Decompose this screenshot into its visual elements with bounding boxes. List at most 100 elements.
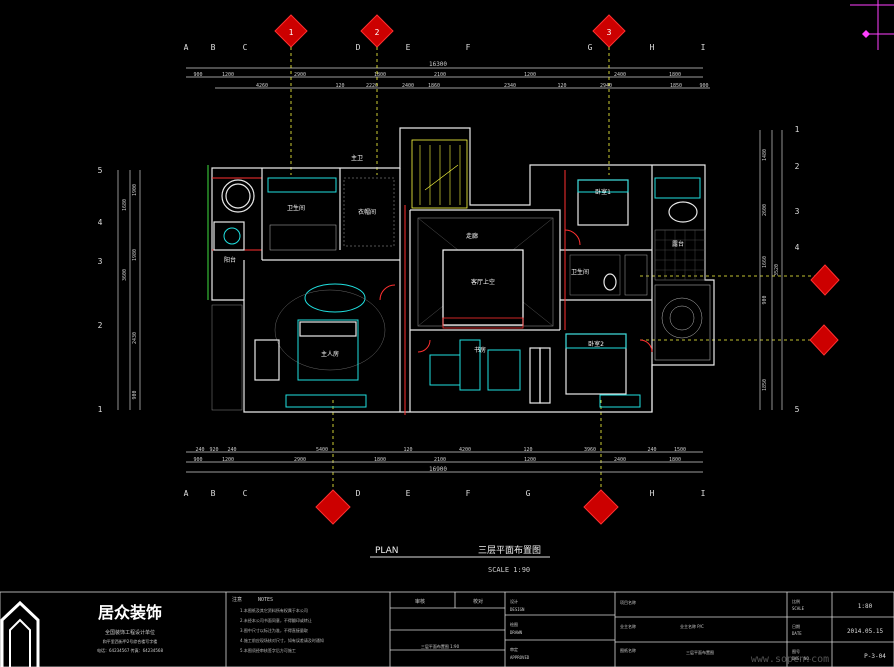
dim-top-r1-5: 1200 — [524, 72, 536, 78]
grid-col-top-C: C — [243, 43, 248, 52]
room-bedroom2: 卧室2 — [588, 340, 604, 348]
no-label-cn: 图号 — [792, 648, 800, 654]
section-marker-bottom-1[interactable] — [315, 489, 351, 525]
dim-bot-r1-9: 1500 — [674, 447, 686, 453]
room-bath: 卫生间 — [287, 204, 305, 212]
grid-col-top-A: A — [184, 43, 189, 52]
balcony — [654, 229, 711, 361]
dim-bot-r1-4: 120 — [403, 447, 412, 453]
room-balcony2: 阳台 — [224, 256, 236, 264]
plan-title: 三层平面布置图 — [478, 544, 541, 556]
room-balcony: 露台 — [672, 240, 684, 248]
dim-right-0: 1480 — [762, 149, 768, 161]
grid-row-right-5: 5 — [795, 405, 800, 414]
grid-row-left-2: 2 — [98, 321, 103, 330]
dim-bot-r1-2: 240 — [227, 447, 236, 453]
grid-col-top-B: B — [211, 43, 216, 52]
section-marker-top-3[interactable]: 3 — [592, 14, 626, 48]
dim-right-5: 1850 — [762, 379, 768, 391]
room-corridor: 走廊 — [466, 232, 478, 240]
dim-top-r1-3: 1800 — [374, 72, 386, 78]
watermark: www.sopcn.com — [751, 654, 829, 665]
grid-col-bot-A: A — [184, 489, 189, 498]
svg-text:3: 3 — [607, 28, 612, 37]
notes-label: 注意 — [232, 596, 242, 603]
dim-top-r2-5: 2340 — [504, 83, 516, 89]
draw-en: DRAWN — [510, 630, 523, 635]
dim-top-r1-7: 1800 — [669, 72, 681, 78]
company-name: 居众装饰 — [98, 603, 162, 622]
section-marker-bottom-2[interactable] — [583, 489, 619, 525]
scale-label-en: SCALE — [792, 606, 805, 611]
room-master-bed: 主人房 — [321, 350, 339, 358]
client-name: 业主名称 P/C — [680, 623, 704, 629]
plan-label: PLAN — [375, 546, 399, 556]
scale-value: 1:80 — [858, 603, 873, 610]
dim-top-r2-7: 2940 — [600, 83, 612, 89]
room-void: 客厅上空 — [471, 278, 495, 286]
grid-row-right-3: 3 — [795, 207, 800, 216]
dim-top-r2-6: 120 — [557, 83, 566, 89]
dim-bot-r2-5: 1200 — [524, 457, 536, 463]
grid-col-bot-B: B — [211, 489, 216, 498]
dim-bot-r2-6: 2400 — [614, 457, 626, 463]
grid-col-top-H: H — [650, 43, 655, 52]
dim-top-overall: 16300 — [429, 61, 447, 68]
company-line1: 全国装饰工程设计单位 — [105, 629, 155, 636]
dim-left-1: 1680 — [122, 199, 128, 211]
section-marker-right-1[interactable] — [810, 264, 840, 296]
note-2: 3.图中尺寸以标注为准，不得直接量取 — [240, 627, 308, 633]
wc-fixtures — [569, 254, 648, 296]
dim-top-r1-6: 2400 — [614, 72, 626, 78]
drawing-label: 图纸名称 — [620, 647, 636, 653]
company-line3: 电话：64234567 传真：64234568 — [97, 647, 163, 653]
check-label: 校对 — [473, 598, 483, 605]
dim-bot-r1-7: 3960 — [584, 447, 596, 453]
dimension-bottom: 240 920 240 5400 120 4200 120 3960 240 1… — [186, 447, 703, 473]
dim-bot-r2-4: 2100 — [434, 457, 446, 463]
company-line2: 和平里西街甲2号综合楼写字楼 — [103, 638, 158, 644]
dim-left-2: 1980 — [132, 249, 138, 261]
dim-bot-r2-3: 1800 — [374, 457, 386, 463]
grid-col-bot-C: C — [243, 489, 248, 498]
room-wc: 卫生间 — [571, 268, 589, 276]
section-marker-right-2[interactable] — [809, 324, 839, 356]
dim-bot-r2-2: 2900 — [294, 457, 306, 463]
crosshair-cursor-icon — [850, 0, 894, 50]
cloak-room-hatch — [343, 177, 395, 247]
scale-label: SCALE 1:90 — [488, 566, 530, 574]
room-bedroom1: 卧室1 — [595, 188, 611, 196]
review-label: 审核 — [415, 598, 425, 605]
bedroom1-furniture — [577, 177, 701, 226]
grid-row-left-1: 1 — [98, 405, 103, 414]
dimension-top: 16300 900 1200 2900 1800 2100 1200 2400 … — [186, 61, 710, 89]
dim-left-0: 1900 — [132, 184, 138, 196]
dim-top-r2-4: 1860 — [428, 83, 440, 89]
grid-labels-top: A B C D E F G H I — [184, 43, 706, 52]
draw-label: 绘图 — [510, 621, 518, 627]
dim-top-r1-4: 2100 — [434, 72, 446, 78]
floor-plan[interactable]: 卫生间 衣帽间 走廊 客厅上空 卧室1 主人房 书房 卧室2 卫生间 露台 阳台… — [207, 127, 715, 415]
grid-row-left-5: 5 — [98, 166, 103, 175]
notes-title: NOTES — [258, 597, 273, 603]
grid-col-bot-D: D — [356, 489, 361, 498]
drawing-name: 三层平面布置图 — [686, 649, 714, 655]
grid-row-right-4: 4 — [795, 243, 800, 252]
left-balcony — [211, 304, 243, 411]
dim-top-r2-2: 2220 — [366, 83, 378, 89]
grid-col-top-I: I — [701, 43, 706, 52]
grid-col-bot-F: F — [466, 489, 471, 498]
grid-col-bot-E: E — [406, 489, 411, 498]
scale-label-cn: 比例 — [792, 598, 800, 604]
dim-left-3: 2430 — [132, 332, 138, 344]
dim-right-2: 1660 — [762, 256, 768, 268]
dim-bot-r1-0: 240 — [195, 447, 204, 453]
design-label: 设计 — [510, 598, 518, 604]
room-master-bath: 主卫 — [351, 154, 363, 162]
design-en: DESIGN — [510, 607, 525, 612]
section-marker-top-1[interactable]: 1 — [274, 14, 308, 48]
date-label-cn: 日期 — [792, 623, 800, 629]
section-marker-top-2[interactable]: 2 — [360, 14, 394, 48]
void-area — [417, 217, 554, 329]
